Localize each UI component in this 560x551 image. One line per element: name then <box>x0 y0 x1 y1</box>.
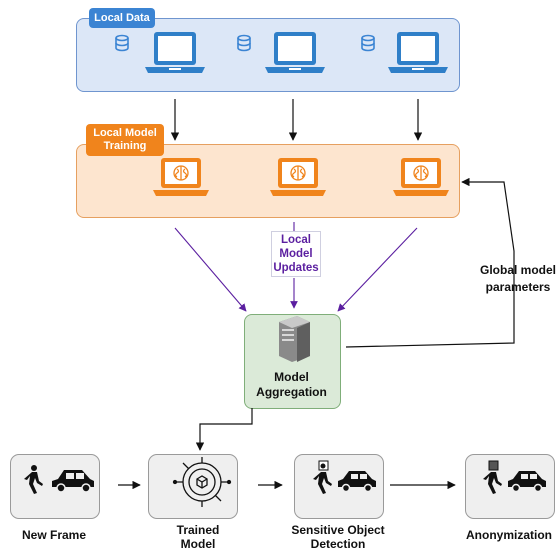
car-icon <box>508 471 546 493</box>
laptop-icon <box>145 32 205 73</box>
server-icon <box>279 316 310 362</box>
local-data-panel <box>76 18 460 92</box>
brain-icon <box>173 165 189 181</box>
laptop-icon <box>265 32 325 73</box>
arrow-update <box>337 227 418 312</box>
database-icon <box>361 34 375 52</box>
laptop-icon <box>153 158 209 196</box>
pedestrian-icon <box>483 472 502 494</box>
arrow-update <box>174 227 247 312</box>
brain-icon <box>413 165 429 181</box>
aggregation-label: Model Aggregation <box>256 370 327 399</box>
pedestrian-icon <box>24 465 43 494</box>
car-icon <box>52 470 94 493</box>
database-icon <box>237 34 251 52</box>
laptop-icon <box>270 158 326 196</box>
stage-label-new-frame: New Frame <box>21 528 87 542</box>
car-icon <box>338 471 376 493</box>
stage-label-anonymization: Anonymization <box>466 528 552 542</box>
database-icon <box>115 34 129 52</box>
arrow-global-params <box>345 177 515 348</box>
pedestrian-icon <box>313 463 332 494</box>
arrow-aggregation-to-model <box>195 408 253 451</box>
stage-label-detection: Sensitive Object Detection <box>291 523 385 551</box>
laptop-icon <box>388 32 448 73</box>
stage-label-trained-model: Trained Model <box>176 523 220 551</box>
model-chip-icon <box>172 457 232 507</box>
local-training-panel <box>76 144 460 218</box>
blurred-face-icon <box>488 460 499 471</box>
laptop-icon <box>393 158 449 196</box>
local-training-tag: Local Model Training <box>86 124 164 156</box>
global-params-label: Global model parameters <box>479 263 556 294</box>
local-data-tag: Local Data <box>89 8 155 28</box>
local-updates-label: Local Model Updates <box>271 231 321 277</box>
brain-icon <box>290 165 306 181</box>
